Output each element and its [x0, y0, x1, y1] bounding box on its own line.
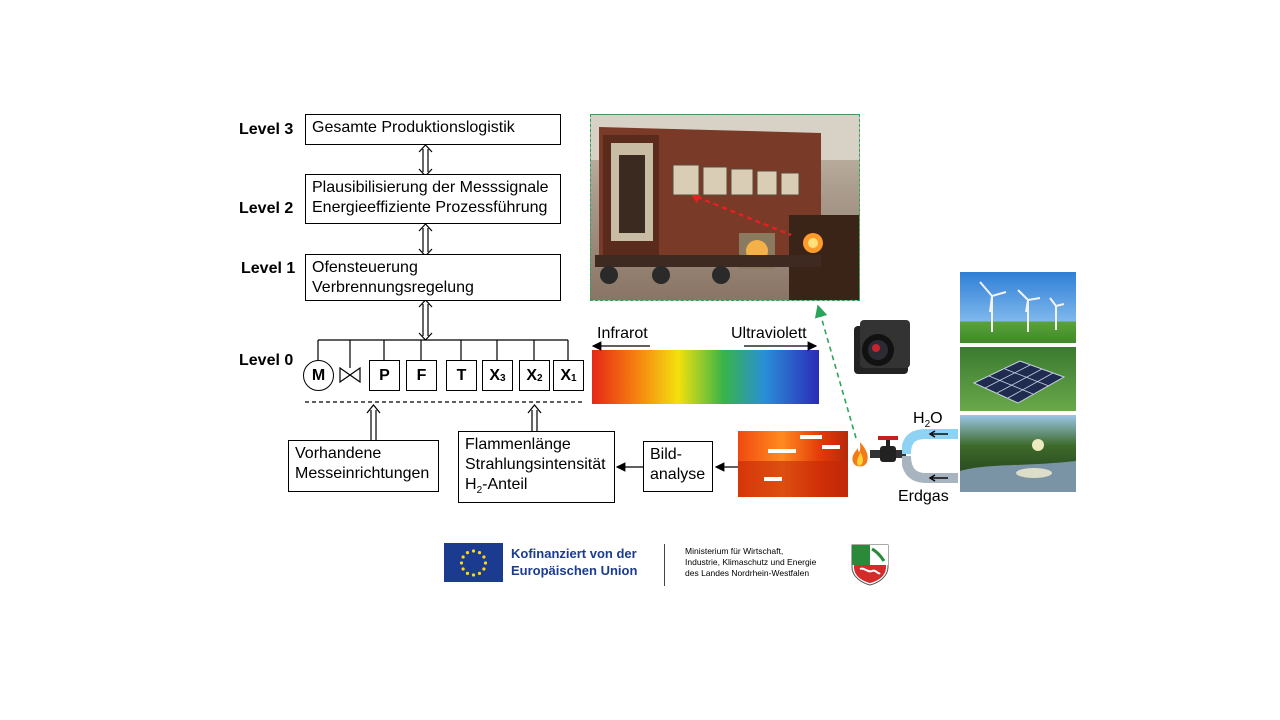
eu-text-line-1: Kofinanziert von der: [511, 546, 637, 561]
arrow-existing-up: [366, 404, 381, 440]
ministry-text: Ministerium für Wirtschaft, Industrie, K…: [685, 546, 816, 579]
flame-text-1: Flammenlänge: [465, 436, 571, 453]
wind-turbines-photo: [960, 272, 1076, 343]
supply-pipes: [901, 428, 962, 495]
pressure-label: P: [379, 366, 390, 384]
level-2-text-2: Energieeffiziente Prozessführung: [312, 199, 548, 216]
level-3-label: Level 3: [239, 121, 294, 138]
x2-label: X: [526, 366, 538, 384]
footer-divider: [664, 544, 665, 586]
river-illustration: [960, 439, 1076, 492]
analysis-text-1: Bild-: [650, 446, 683, 463]
river-photo: [960, 415, 1076, 492]
eu-flag-logo: [444, 543, 503, 582]
level-2-text-1: Plausibilisierung der Messsignale: [312, 179, 549, 196]
solar-panels-illustration: [972, 360, 1066, 404]
water-label: H2O: [913, 410, 943, 430]
flow-label: F: [416, 366, 427, 384]
spectrum-bar: [592, 350, 819, 404]
gas-valve-icon: [870, 436, 910, 475]
flow-sensor: F: [406, 360, 437, 391]
level-2-label: Level 2: [239, 200, 294, 217]
arrow-flame-up: [527, 404, 542, 431]
camera-icon: [854, 320, 910, 374]
existing-measurement-box: Vorhandene Messeinrichtungen: [288, 440, 439, 492]
camera-link-arrow: [814, 304, 857, 439]
pipes-shape: [901, 429, 958, 483]
flame-text-2: Strahlungsintensität: [465, 456, 606, 473]
wind-turbines-illustration: [979, 281, 1065, 332]
image-analysis-box: Bild- analyse: [643, 441, 713, 492]
level-3-text: Gesamte Produktionslogistik: [312, 119, 515, 136]
x1-label: X: [560, 366, 572, 384]
temperature-label: T: [456, 366, 467, 384]
furnace-illustration: [591, 115, 859, 300]
analysis-text-2: analyse: [650, 466, 706, 483]
double-arrow-3-2: [418, 144, 433, 177]
furnace-photo: [590, 114, 860, 301]
eu-text-line-2: Europäischen Union: [511, 563, 638, 578]
x3-subscript: 3: [500, 373, 506, 384]
sensor-bus: [317, 339, 569, 368]
motor-label: M: [311, 366, 326, 384]
ministry-line-1: Ministerium für Wirtschaft,: [685, 546, 784, 556]
flame-shape: [852, 442, 868, 467]
level-1-label: Level 1: [241, 260, 296, 277]
camera-image: [850, 318, 912, 378]
ministry-line-2: Industrie, Klimaschutz und Energie: [685, 557, 817, 567]
eu-cofunded-text: Kofinanziert von der Europäischen Union: [511, 545, 637, 579]
valve-icon: [339, 366, 361, 384]
x1-subscript: 1: [571, 373, 577, 384]
level-1-box: Ofensteuerung Verbrennungsregelung: [305, 254, 561, 301]
motor-symbol: M: [303, 360, 334, 391]
flame-parameters-box: Flammenlänge Strahlungsintensität H2-Ant…: [458, 431, 615, 503]
temperature-sensor: T: [446, 360, 477, 391]
level-1-text-2: Verbrennungsregelung: [312, 279, 474, 296]
infrared-label: Infrarot: [597, 325, 648, 342]
double-arrow-2-1: [418, 223, 433, 257]
nrw-crest-icon: [851, 544, 889, 586]
double-arrow-1-0: [418, 299, 433, 341]
nrw-coat-of-arms-logo: [850, 543, 890, 592]
water-subscript: 2: [924, 419, 931, 431]
flame-text-3: H2-Anteil: [465, 476, 528, 497]
pressure-sensor: P: [369, 360, 400, 391]
x3-label: X: [489, 366, 501, 384]
level-0-label: Level 0: [239, 352, 294, 369]
water-h: H: [913, 410, 925, 427]
level-3-box: Gesamte Produktionslogistik: [305, 114, 561, 145]
level-2-box: Plausibilisierung der Messsignale Energi…: [305, 174, 561, 224]
natural-gas-label: Erdgas: [898, 488, 949, 505]
water-o: O: [930, 410, 943, 427]
ultraviolet-label: Ultraviolett: [731, 325, 807, 342]
solar-panels-photo: [960, 347, 1076, 411]
ministry-line-3: des Landes Nordrhein-Westfalen: [685, 568, 810, 578]
flame-icon: [849, 440, 871, 475]
valve-shape: [870, 436, 906, 462]
existing-text-1: Vorhandene: [295, 445, 382, 462]
level-1-text-1: Ofensteuerung: [312, 259, 418, 276]
thermal-overlay: [738, 435, 848, 497]
eu-stars-icon: [459, 549, 488, 577]
h2-subscript: 2: [476, 485, 483, 497]
existing-text-2: Messeinrichtungen: [295, 465, 430, 482]
x2-subscript: 2: [537, 373, 543, 384]
thermal-image: [738, 431, 848, 497]
